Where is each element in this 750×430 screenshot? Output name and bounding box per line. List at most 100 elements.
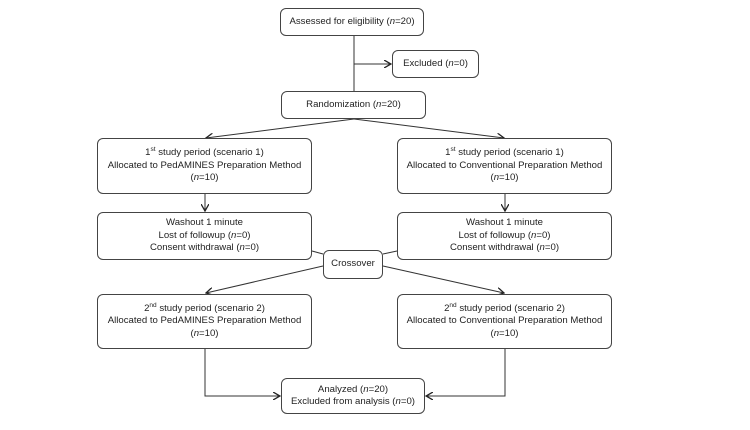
sample-size-symbol: n	[193, 172, 200, 184]
box-text-line: Allocated to PedAMINES Preparation Metho…	[108, 315, 302, 328]
assessed-box: Assessed for eligibility (n=20)	[280, 8, 424, 36]
connector-washout-right-crossover	[382, 250, 398, 255]
text-segment: Allocated to PedAMINES Preparation Metho…	[107, 315, 302, 327]
text-segment: Allocated to Conventional Preparation Me…	[406, 159, 603, 171]
text-segment: Allocated to PedAMINES Preparation Metho…	[107, 159, 302, 171]
box-text-line: Analyzed (n=20)	[318, 384, 388, 397]
text-segment: Lost of followup (	[158, 229, 232, 241]
text-segment: Excluded from analysis (	[291, 396, 396, 407]
text-segment: Washout 1 minute	[166, 217, 243, 229]
text-segment: 2	[144, 302, 150, 314]
arrow-period2-left-analyzed	[204, 349, 280, 396]
text-segment: Crossover	[331, 258, 375, 270]
text-segment: study period (scenario 2)	[156, 302, 265, 314]
box-text-line: (n=10)	[490, 328, 518, 341]
box-text-line: Lost of followup (n=0)	[158, 230, 250, 243]
text-segment: Consent withdrawal (	[149, 242, 240, 254]
text-segment: 1	[145, 147, 151, 159]
text-segment: =10)	[499, 172, 519, 184]
box-text-line: Washout 1 minute	[166, 217, 243, 230]
box-text-line: 1st study period (scenario 1)	[145, 146, 264, 160]
box-text-line: Crossover	[331, 258, 375, 271]
text-segment: =10)	[499, 327, 519, 339]
text-segment: =0)	[400, 396, 415, 407]
box-text-line: 1st study period (scenario 1)	[445, 146, 564, 160]
arrow-randomization-right	[353, 118, 504, 138]
ordinal-suffix: nd	[149, 301, 157, 309]
crossover-box: Crossover	[323, 250, 383, 279]
box-text-line: (n=10)	[190, 172, 218, 185]
box-text-line: (n=10)	[190, 328, 218, 341]
arrow-randomization-left	[206, 118, 355, 138]
box-text-line: Allocated to Conventional Preparation Me…	[407, 315, 603, 328]
text-segment: Randomization (	[306, 98, 377, 110]
text-segment: Excluded (	[403, 57, 449, 69]
box-text-line: Consent withdrawal (n=0)	[150, 242, 259, 255]
box-text-line: Allocated to Conventional Preparation Me…	[407, 160, 603, 173]
text-segment: =0)	[453, 57, 468, 69]
text-segment: (	[190, 172, 194, 184]
box-text-line: Washout 1 minute	[466, 217, 543, 230]
text-segment: Lost of followup (	[458, 229, 532, 241]
text-segment: =0)	[536, 229, 551, 241]
sample-size-symbol: n	[231, 229, 237, 241]
text-segment: 2	[444, 302, 450, 314]
box-text-line: Randomization (n=20)	[306, 99, 401, 112]
period2-right-box: 2nd study period (scenario 2)Allocated t…	[397, 294, 612, 349]
box-text-line: Consent withdrawal (n=0)	[450, 242, 559, 255]
text-segment: (	[490, 172, 494, 184]
text-segment: =10)	[199, 327, 219, 339]
connector-washout-left-crossover	[311, 250, 324, 255]
sample-size-symbol: n	[376, 98, 382, 110]
sample-size-symbol: n	[363, 383, 369, 395]
text-segment: Consent withdrawal (	[449, 242, 540, 254]
text-segment: =0)	[236, 229, 251, 241]
sample-size-symbol: n	[395, 396, 401, 407]
period2-left-box: 2nd study period (scenario 2)Allocated t…	[97, 294, 312, 349]
sample-size-symbol: n	[448, 57, 454, 69]
excluded-box: Excluded (n=0)	[392, 50, 479, 78]
text-segment: =0)	[544, 242, 560, 254]
sample-size-symbol: n	[539, 242, 545, 254]
box-text-line: Excluded (n=0)	[403, 58, 468, 71]
sample-size-symbol: n	[193, 327, 200, 339]
text-segment: study period (scenario 1)	[155, 147, 264, 159]
box-text-line: Excluded from analysis (n=0)	[291, 396, 415, 409]
box-text-line: 2nd study period (scenario 2)	[444, 301, 565, 316]
box-text-line: (n=10)	[490, 172, 518, 185]
text-segment: Analyzed (	[317, 383, 364, 395]
text-segment: =0)	[244, 242, 260, 254]
text-segment: study period (scenario 1)	[455, 147, 564, 159]
text-segment: Assessed for eligibility (	[289, 15, 390, 27]
text-segment: (	[490, 327, 494, 339]
randomization-box: Randomization (n=20)	[281, 91, 426, 119]
text-segment: (	[190, 327, 194, 339]
text-segment: =10)	[199, 172, 219, 184]
text-segment: =20)	[395, 15, 415, 27]
ordinal-suffix: st	[450, 146, 456, 154]
box-text-line: Assessed for eligibility (n=20)	[289, 16, 414, 29]
text-segment: Washout 1 minute	[466, 217, 543, 229]
sample-size-symbol: n	[531, 229, 537, 241]
text-segment: Allocated to Conventional Preparation Me…	[406, 315, 603, 327]
text-segment: study period (scenario 2)	[456, 302, 565, 314]
box-text-line: Allocated to PedAMINES Preparation Metho…	[108, 160, 302, 173]
sample-size-symbol: n	[239, 242, 245, 254]
sample-size-symbol: n	[389, 15, 396, 27]
sample-size-symbol: n	[493, 172, 500, 184]
arrow-period2-right-analyzed	[426, 349, 506, 396]
text-segment: 1	[445, 147, 451, 159]
arrow-crossover-right	[382, 265, 504, 293]
text-segment: =20)	[368, 383, 389, 395]
arrow-crossover-left	[206, 265, 324, 293]
ordinal-suffix: nd	[449, 301, 457, 309]
period1-left-box: 1st study period (scenario 1)Allocated t…	[97, 138, 312, 194]
box-text-line: Lost of followup (n=0)	[458, 230, 550, 243]
box-text-line: 2nd study period (scenario 2)	[144, 301, 265, 316]
ordinal-suffix: st	[150, 146, 156, 154]
period1-right-box: 1st study period (scenario 1)Allocated t…	[397, 138, 612, 194]
sample-size-symbol: n	[493, 327, 500, 339]
